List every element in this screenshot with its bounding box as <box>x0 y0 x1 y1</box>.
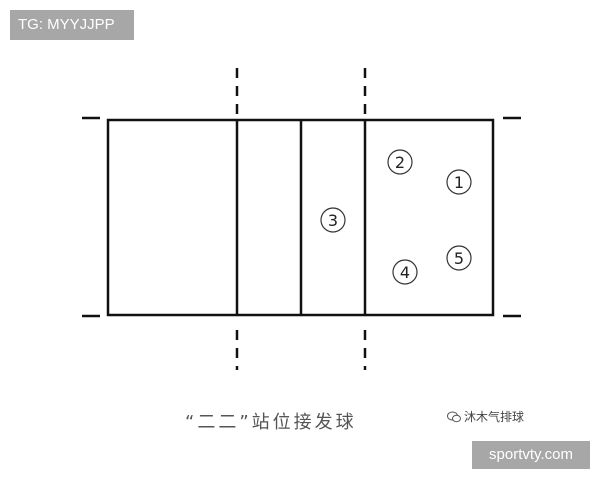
brand-logo: 沐木气排球 <box>447 408 524 425</box>
bottom-watermark-badge: sportvty.com <box>472 441 590 469</box>
player-5: 5 <box>446 245 472 271</box>
svg-text:3: 3 <box>328 211 338 230</box>
player-4: 4 <box>392 259 418 285</box>
svg-text:5: 5 <box>454 249 464 268</box>
svg-text:2: 2 <box>395 153 405 172</box>
top-watermark-badge: TG: MYYJJPP <box>10 10 134 40</box>
svg-text:1: 1 <box>454 173 464 192</box>
brand-logo-text: 沐木气排球 <box>464 410 525 424</box>
diagram-caption: “二二”站位接发球 <box>185 412 357 433</box>
player-3: 3 <box>320 207 346 233</box>
player-2: 2 <box>387 149 413 175</box>
wechat-icon <box>447 411 461 422</box>
svg-text:4: 4 <box>400 263 410 282</box>
player-1: 1 <box>446 169 472 195</box>
